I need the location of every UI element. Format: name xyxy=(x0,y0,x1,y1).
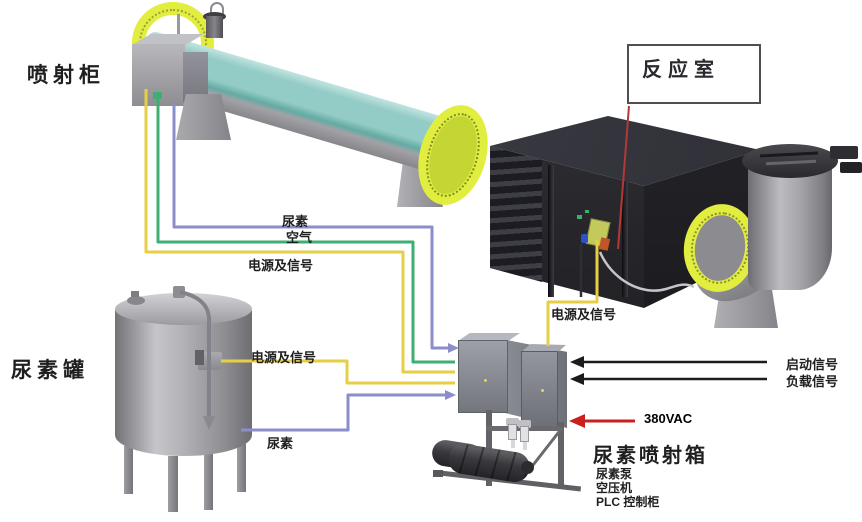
urea-line-bottom xyxy=(241,393,445,432)
label-plc-cabinet: PLC 控制柜 xyxy=(596,495,660,509)
silencer-handle xyxy=(210,2,224,14)
label-air-compressor: 空压机 xyxy=(596,481,633,495)
injection-box-top-right xyxy=(521,344,566,352)
tank-pipe-elbow xyxy=(173,286,185,298)
tank-fitting xyxy=(131,291,139,297)
label-start-signal: 启动信号 xyxy=(786,357,839,372)
label-power-signal-tank: 电源及信号 xyxy=(251,350,317,365)
label-power-signal-chamber: 电源及信号 xyxy=(551,307,617,322)
valve-nozzle xyxy=(523,442,527,450)
tank-leg xyxy=(124,446,133,494)
injector-indicator xyxy=(585,210,589,213)
valve-nozzle xyxy=(511,440,515,448)
pump-ring-stripes xyxy=(446,441,532,485)
load-signal-arrowhead xyxy=(570,373,584,385)
stack-cap-bracket xyxy=(840,162,862,173)
exhaust-stack-body xyxy=(748,158,832,290)
door-lock xyxy=(541,389,544,392)
label-load-signal: 负载信号 xyxy=(786,374,839,389)
stack-cap-bracket xyxy=(830,146,858,159)
frame-post xyxy=(558,422,564,486)
label-urea-line-top: 尿素 xyxy=(282,214,309,229)
injection-box-top-left xyxy=(458,333,520,341)
label-power-signal-main: 电源及信号 xyxy=(248,258,314,273)
injector-indicator xyxy=(577,215,582,219)
reaction-chamber-panel-groove xyxy=(548,165,554,297)
injection-box-right-door xyxy=(521,351,558,427)
tank-vent xyxy=(127,296,145,305)
dosing-valve xyxy=(508,424,517,440)
reaction-chamber-label: 反应室 xyxy=(642,59,720,81)
tank-leg xyxy=(237,444,246,492)
injector-sensor-blue xyxy=(581,234,588,243)
valve-cap xyxy=(518,420,531,428)
injection-cabinet-top xyxy=(132,34,204,45)
pump-end-cap xyxy=(521,461,534,474)
silencer-body xyxy=(206,16,223,38)
label-air-line: 空气 xyxy=(286,230,313,245)
door-lock xyxy=(484,379,487,382)
label-urea-line-bottom: 尿素 xyxy=(267,436,294,451)
injection-box-left-door xyxy=(458,340,508,413)
voltage-arrowhead xyxy=(569,414,585,428)
dosing-valve xyxy=(520,426,529,442)
reaction-chamber-panel-groove xyxy=(622,181,628,297)
frame-foot xyxy=(433,470,443,477)
label-urea-tank: 尿素罐 xyxy=(11,359,89,382)
reaction-chamber-callout-box: 反应室 xyxy=(627,44,761,104)
tank-sensor-bracket xyxy=(195,350,204,365)
label-voltage: 380VAC xyxy=(644,411,693,426)
tank-leg xyxy=(204,454,213,510)
urea-line-arrowhead xyxy=(445,390,456,400)
injection-cabinet-front xyxy=(132,44,185,106)
label-urea-pump: 尿素泵 xyxy=(596,467,633,481)
valve-cap xyxy=(506,418,519,426)
start-signal-arrowhead xyxy=(570,356,584,368)
label-injection-cabinet: 喷射柜 xyxy=(27,64,105,87)
tank-leg xyxy=(168,456,178,512)
urea-tank-body xyxy=(115,306,252,456)
label-urea-injection-box: 尿素喷射箱 xyxy=(593,445,708,467)
